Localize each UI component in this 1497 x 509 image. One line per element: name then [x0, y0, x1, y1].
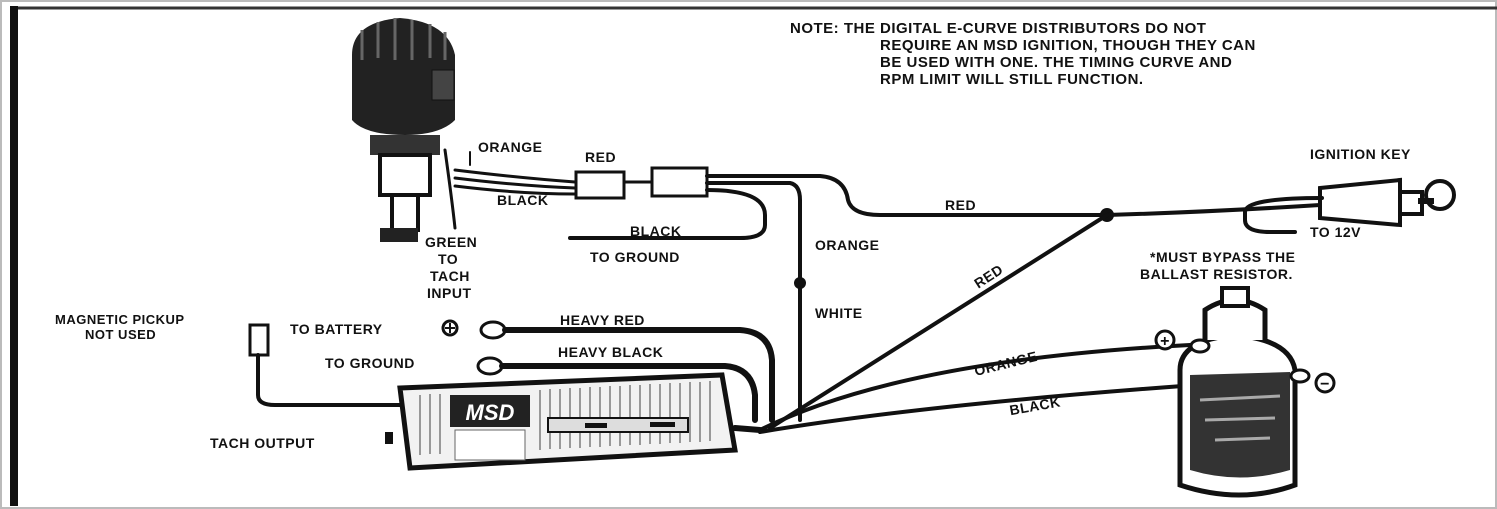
msd-ignition-box: MSD [397, 372, 738, 471]
label-mag-pickup-2: NOT USED [85, 327, 156, 342]
ignition-key [1318, 177, 1456, 228]
label-white: WHITE [815, 305, 863, 321]
harness-connector-right [650, 166, 709, 198]
label-tach: TACH [430, 268, 470, 284]
label-heavy-black: HEAVY BLACK [558, 344, 663, 360]
distributor [352, 18, 455, 242]
cap-towers [360, 18, 447, 60]
coil-plus-sign: + [1160, 333, 1170, 350]
label-to-12v: TO 12V [1310, 224, 1361, 240]
msd-logo: MSD [466, 400, 515, 425]
coil-minus-icon [1314, 372, 1336, 394]
heavy-red-wire [502, 327, 775, 423]
label-bypass-2: BALLAST RESISTOR. [1140, 266, 1293, 282]
distributor-module [431, 69, 455, 101]
coil-plus-icon [1154, 329, 1176, 351]
label-input: INPUT [427, 285, 472, 301]
label-black-top: BLACK [497, 192, 549, 208]
label-to-ground-top: TO GROUND [590, 249, 680, 265]
note-line-2: REQUIRE AN MSD IGNITION, THOUGH THEY CAN [880, 37, 1256, 54]
harness-connector-left [574, 170, 626, 200]
heavy-black-wire [499, 363, 758, 423]
orange-coil-wire [758, 343, 1192, 432]
battery-ring-terminal [479, 320, 507, 340]
label-to-battery: TO BATTERY [290, 321, 383, 337]
coil-negative-terminal [1289, 368, 1311, 384]
distributor-harness [443, 148, 709, 230]
label-red-long: RED [945, 197, 976, 213]
coil-positive-terminal [1189, 338, 1211, 354]
label-mag-pickup-1: MAGNETIC PICKUP [55, 312, 185, 327]
ground-ring-terminal [476, 356, 504, 376]
mag-pickup-connector [248, 323, 270, 357]
orange-white-wire [705, 181, 802, 422]
distributor-gear [380, 228, 418, 242]
distributor-housing [370, 135, 440, 155]
left-edge-bar [10, 6, 18, 506]
note-line-3: BE USED WITH ONE. THE TIMING CURVE AND [880, 54, 1232, 71]
label-ignition-key: IGNITION KEY [1310, 146, 1411, 162]
green-tach-wire [443, 148, 457, 230]
key-feed-wire [1105, 203, 1322, 217]
label-heavy-red: HEAVY RED [560, 312, 645, 328]
mag-pickup-wire [256, 353, 402, 407]
red-diagonal-wire [768, 213, 1109, 430]
note-line-4: RPM LIMIT WILL STILL FUNCTION. [880, 71, 1144, 88]
label-red-top: RED [585, 149, 616, 165]
black-ground-wire [568, 188, 767, 240]
key-head-icon [1424, 179, 1456, 211]
coil-minus-sign: − [1320, 376, 1330, 393]
label-orange-mid: ORANGE [815, 237, 879, 253]
label-orange-top: ORANGE [478, 139, 542, 155]
to-12v-wire [1243, 196, 1324, 234]
distributor-body [378, 153, 432, 197]
tach-output-terminal [385, 432, 393, 444]
red-power-wire [705, 174, 1107, 217]
note-line-1: NOTE: THE DIGITAL E-CURVE DISTRIBUTORS D… [790, 20, 1206, 37]
distributor-shaft [390, 193, 420, 232]
note-block: NOTE: THE DIGITAL E-CURVE DISTRIBUTORS D… [790, 20, 1256, 88]
label-black-ground: BLACK [630, 223, 682, 239]
label-tach-output: TACH OUTPUT [210, 435, 315, 451]
ignition-coil [1177, 286, 1311, 498]
orange-white-splice [794, 277, 806, 289]
label-to: TO [438, 251, 458, 267]
label-green: GREEN [425, 234, 477, 250]
label-to-ground: TO GROUND [325, 355, 415, 371]
label-bypass-1: *MUST BYPASS THE [1150, 249, 1295, 265]
